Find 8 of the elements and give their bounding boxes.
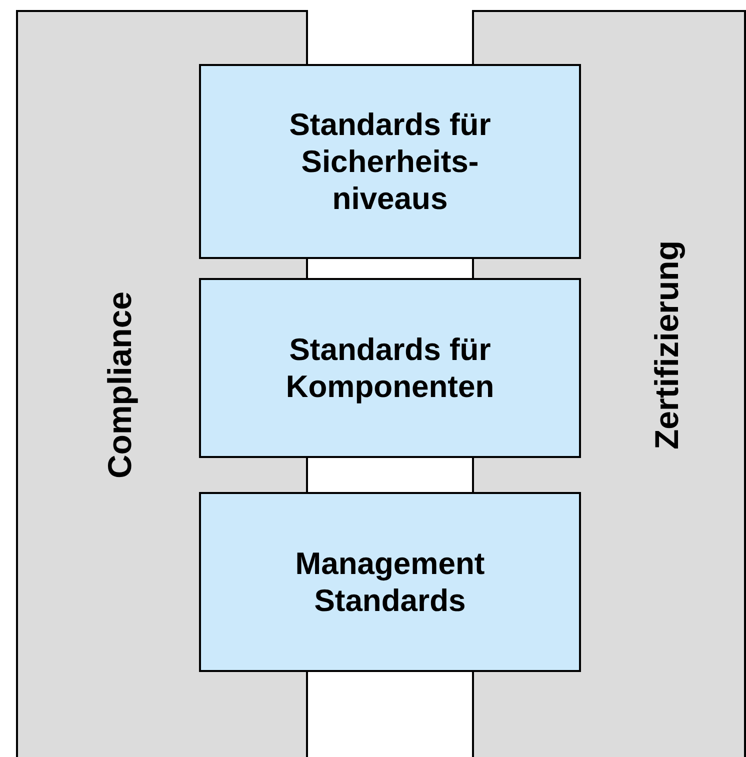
standard-box [199, 64, 581, 259]
vertical-label: Zertifizierung [647, 240, 686, 450]
box-label: Standards für Sicherheits- niveaus [288, 106, 492, 218]
vertical-label: Compliance [100, 291, 140, 479]
box-label: Management Standards [294, 544, 486, 620]
box-label: Standards für Komponenten [284, 330, 496, 406]
standard-box [199, 492, 581, 672]
standard-box [199, 278, 581, 458]
